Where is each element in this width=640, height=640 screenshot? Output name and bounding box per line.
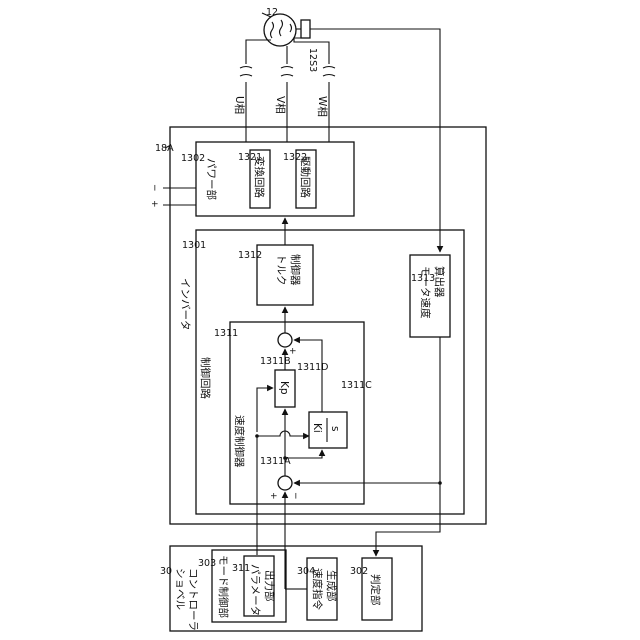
label-torque-2: 制御器 (289, 254, 302, 286)
param-to-ki-line (257, 431, 309, 555)
ref-conversion: 1321 (238, 152, 262, 163)
sum-1311a-minus: − (290, 492, 300, 500)
sum-junction-1311d (278, 333, 292, 347)
ref-speed-ctrl: 1311 (214, 328, 238, 339)
label-speed-ctrl: 速度制御器 (233, 415, 246, 468)
label-w-phase: W相 (316, 96, 329, 117)
ref-mode-ctrl: 303 (198, 558, 216, 569)
sensor-12s3-box (301, 20, 310, 38)
motor-coil-3 (290, 24, 292, 32)
ref-sensor: 12S3 (307, 48, 318, 72)
label-shovel-1: ショベル (174, 568, 186, 610)
label-shovel-2: コントローラ (187, 568, 199, 631)
ref-ki: 1311C (341, 380, 372, 391)
u-line-top (246, 40, 271, 64)
ref-kp: 1311B (260, 356, 291, 367)
error-branch-dot (283, 456, 287, 460)
label-control-circuit: 制御回路 (199, 357, 212, 399)
ref-power-unit: 1302 (181, 153, 205, 164)
ref-drive: 1322 (283, 152, 307, 163)
ref-speed-calc: 1313 (411, 273, 435, 284)
feedback-to-judge-arrow (376, 483, 440, 556)
label-torque-1: トルク (275, 254, 287, 286)
ref-shovel-ctrl: 30 (160, 566, 172, 577)
label-kp: Kp (278, 381, 290, 395)
dc-plus-sign: + (149, 200, 159, 208)
w-break (323, 67, 335, 77)
label-ki-num: Ki (311, 423, 323, 433)
label-ki-den: s (329, 426, 341, 431)
ref-sum-pi: 1311D (297, 362, 329, 373)
label-speed-cmd-2: 生成部 (325, 570, 338, 602)
ki-to-sum-arrow (294, 340, 322, 412)
ref-motor: 12 (266, 7, 278, 18)
sum-junction-1311a (278, 476, 292, 490)
label-param-1: パラメータ (249, 564, 261, 616)
label-judge: 判定部 (369, 574, 382, 606)
label-v-phase: V相 (274, 96, 287, 114)
label-power-unit: パワー部 (205, 158, 218, 200)
label-mode-ctrl: モード制御部 (217, 555, 230, 618)
ref-control-circuit: 1301 (182, 240, 206, 251)
label-inverter: インバータ (179, 278, 191, 331)
ref-param-out: 311 (232, 563, 250, 574)
power-unit-box (196, 142, 354, 216)
param-branch-dot (255, 434, 259, 438)
motor-coil-2 (280, 20, 283, 36)
v-break (281, 67, 293, 77)
sum-1311a-plus: + (268, 492, 278, 500)
u-break (240, 67, 252, 77)
motor-coil-1 (271, 22, 274, 38)
ref-inverter: 18A (155, 143, 174, 154)
dc-minus-sign: − (149, 184, 159, 192)
ref-torque-ctrl: 1312 (238, 250, 262, 261)
label-param-2: 出力部 (263, 570, 276, 602)
label-u-phase: U相 (233, 96, 246, 114)
sum-1311d-plus: + (287, 347, 297, 355)
feedback-to-sum-arrow (294, 337, 440, 483)
param-to-kp-line (257, 388, 273, 432)
label-speed-cmd-1: 速度指令 (311, 568, 324, 610)
ref-judge: 302 (350, 566, 368, 577)
